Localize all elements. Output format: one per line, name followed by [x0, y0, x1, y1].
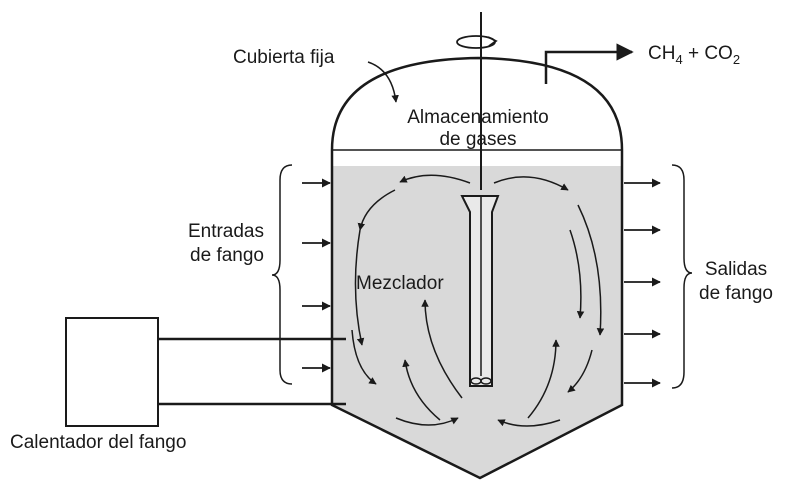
gas-output-label: CH4 + CO2	[648, 43, 740, 67]
sludge-heater	[65, 317, 159, 427]
outlet-arrows	[624, 178, 661, 388]
mixer-draft-tube	[460, 195, 500, 387]
flow-arrow-icon	[399, 174, 471, 184]
inlet-arrows	[302, 178, 331, 373]
circulation-flow	[351, 174, 605, 427]
mixer-label: Mezclador	[356, 273, 444, 294]
flow-arrow-icon	[497, 419, 561, 427]
heater-label: Calentador del fango	[10, 432, 186, 453]
flow-arrow-icon	[527, 339, 560, 419]
flow-arrow-icon	[357, 189, 396, 231]
digester-vessel	[330, 56, 624, 480]
flow-arrow-icon	[493, 176, 569, 191]
cover-callout-arrow	[367, 61, 399, 103]
inlet-brace	[271, 164, 293, 385]
cover-label: Cubierta fija	[233, 47, 335, 68]
flow-arrow-icon	[421, 299, 463, 399]
flow-arrow-icon	[354, 229, 365, 346]
outlets-label-line1: Salidas	[705, 259, 767, 280]
outlets-label-line2: de fango	[699, 283, 773, 304]
gas-outlet-pipe	[544, 43, 634, 84]
flow-arrow-icon	[569, 229, 585, 319]
inlets-label-line1: Entradas	[188, 221, 264, 242]
flow-arrow-icon	[567, 349, 593, 393]
flow-arrow-icon	[395, 417, 459, 426]
flow-arrow-icon	[402, 359, 441, 421]
gas-storage-label-line1: Almacenamiento	[407, 107, 549, 128]
flow-arrow-icon	[577, 204, 605, 336]
flow-arrow-icon	[351, 329, 377, 385]
inlets-label-line2: de fango	[190, 245, 264, 266]
outlet-brace	[671, 164, 693, 389]
mixer-impeller-icon	[470, 377, 492, 385]
gas-storage-label-line2: de gases	[439, 129, 516, 150]
rotation-arrow-icon	[456, 35, 498, 49]
